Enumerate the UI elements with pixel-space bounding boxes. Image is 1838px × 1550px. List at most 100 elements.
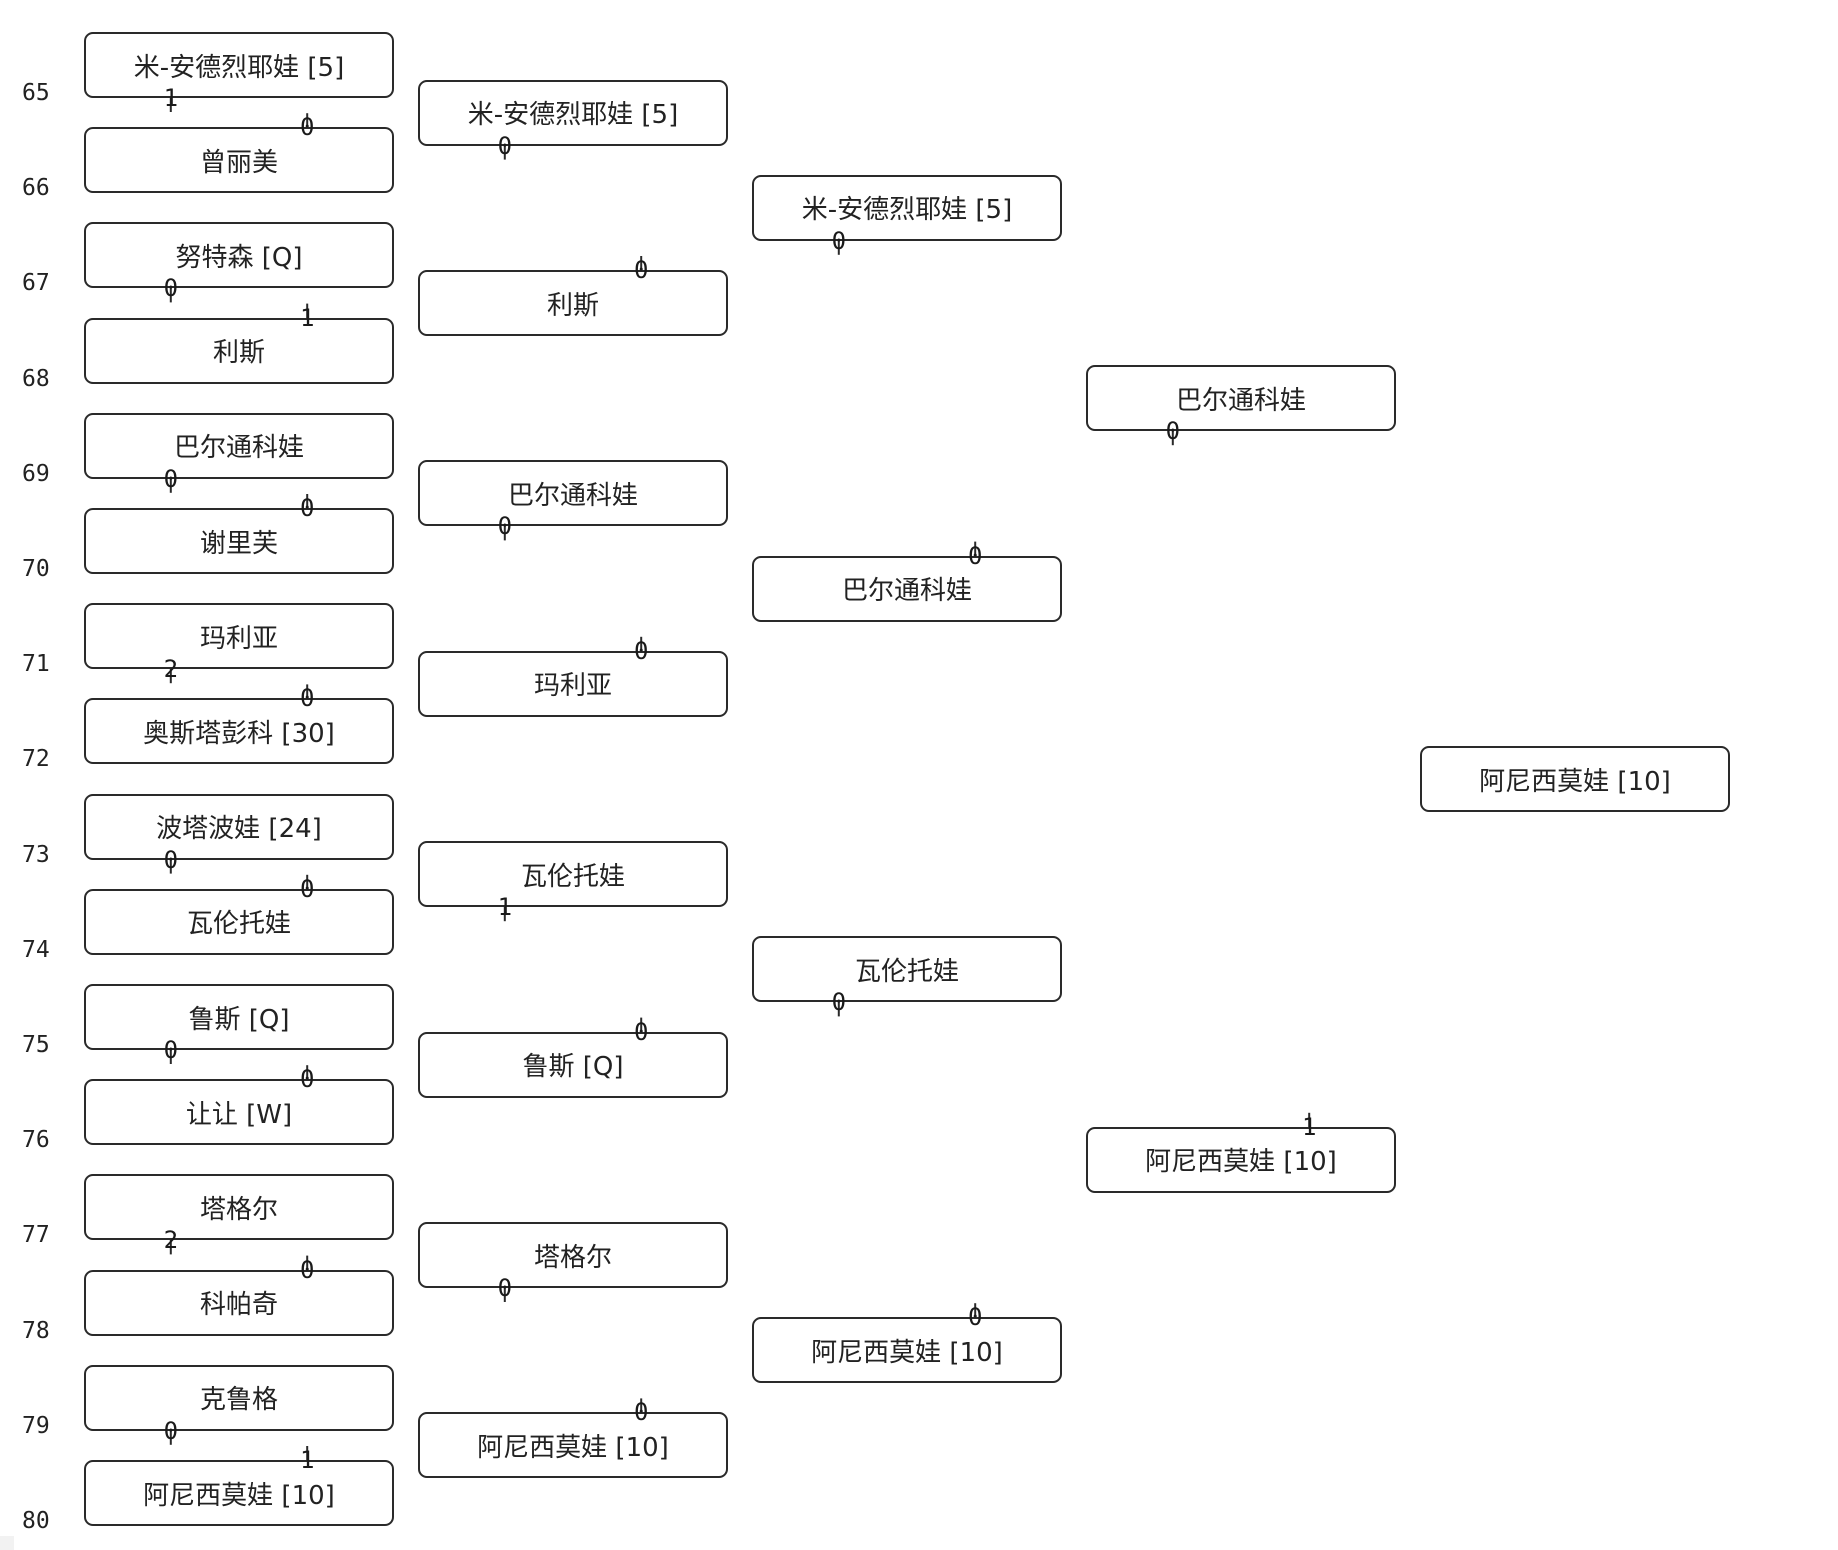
seed-number: 75: [22, 1032, 50, 1058]
player-name: 波塔波娃 [24]: [156, 814, 322, 845]
score-label: 0: [163, 464, 179, 493]
player-slot[interactable]: 瓦伦托娃: [84, 888, 394, 955]
player-slot[interactable]: 鲁斯 [Q]: [418, 1031, 728, 1098]
score-label: 0: [1165, 417, 1181, 446]
player-name: 瓦伦托娃: [854, 956, 959, 987]
player-name: 玛利亚: [199, 623, 278, 654]
player-slot[interactable]: 阿尼西莫娃 [10]: [1086, 1126, 1396, 1193]
seed-number: 70: [22, 556, 50, 582]
player-name: 巴尔通科娃: [173, 433, 304, 464]
player-slot[interactable]: 巴尔通科娃: [418, 460, 728, 527]
score-label: 0: [163, 1036, 179, 1064]
player-name: 努特森 [Q]: [175, 242, 303, 273]
score-label: 0: [299, 494, 315, 522]
player-name: 科帕奇: [199, 1290, 278, 1321]
player-name: 玛利亚: [533, 671, 612, 702]
player-slot[interactable]: 鲁斯 [Q]: [84, 984, 394, 1050]
player-slot[interactable]: 阿尼西莫娃 [10]: [1420, 746, 1730, 812]
player-name: 曾丽美: [199, 147, 278, 178]
player-name: 利斯: [546, 290, 599, 321]
seed-number: 72: [22, 746, 50, 773]
score-label: 0: [497, 512, 513, 541]
player-name: 瓦伦托娃: [520, 861, 625, 892]
seed-number: 69: [22, 460, 50, 487]
player-slot[interactable]: 利斯: [418, 270, 728, 336]
player-name: 米-安德烈耶娃 [5]: [467, 100, 679, 131]
score-label: 0: [299, 874, 315, 903]
player-slot[interactable]: 努特森 [Q]: [84, 222, 394, 289]
player-name: 阿尼西莫娃 [10]: [477, 1432, 669, 1463]
player-name: 米-安德烈耶娃 [5]: [801, 195, 1013, 226]
player-slot[interactable]: 巴尔通科娃: [752, 555, 1062, 622]
player-slot[interactable]: 塔格尔: [418, 1222, 728, 1288]
player-slot[interactable]: 巴尔通科娃: [84, 412, 394, 479]
score-label: 0: [633, 1017, 649, 1046]
seed-number: 76: [22, 1127, 50, 1154]
score-label: 1: [163, 84, 179, 112]
player-name: 瓦伦托娃: [186, 909, 291, 940]
player-name: 利斯: [212, 338, 265, 369]
player-slot[interactable]: 奥斯塔彭科 [30]: [84, 698, 394, 765]
player-name: 阿尼西莫娃 [10]: [1145, 1147, 1337, 1178]
score-label: 1: [299, 303, 315, 332]
player-slot[interactable]: 米-安德烈耶娃 [5]: [84, 32, 394, 98]
score-label: 0: [497, 131, 513, 160]
score-label: 0: [967, 541, 983, 570]
player-name: 奥斯塔彭科 [30]: [143, 718, 335, 749]
score-label: 2: [163, 655, 179, 684]
player-slot[interactable]: 塔格尔: [84, 1174, 394, 1241]
player-slot[interactable]: 波塔波娃 [24]: [84, 793, 394, 860]
player-slot[interactable]: 米-安德烈耶娃 [5]: [752, 174, 1062, 241]
score-label: 0: [967, 1303, 983, 1332]
score-label: 0: [163, 274, 179, 303]
score-label: 0: [299, 684, 315, 713]
score-label: 0: [831, 226, 847, 255]
score-label: 0: [633, 256, 649, 284]
player-name: 让让 [W]: [185, 1099, 293, 1130]
player-name: 鲁斯 [Q]: [188, 1004, 290, 1035]
corner-shade: [0, 1536, 14, 1550]
seed-number: 68: [22, 365, 50, 392]
score-label: 0: [633, 1398, 649, 1427]
player-slot[interactable]: 瓦伦托娃: [418, 841, 728, 908]
player-slot[interactable]: 巴尔通科娃: [1086, 365, 1396, 432]
player-name: 巴尔通科娃: [1175, 385, 1306, 416]
player-name: 巴尔通科娃: [507, 480, 638, 511]
player-slot[interactable]: 瓦伦托娃: [752, 936, 1062, 1003]
score-label: 0: [831, 988, 847, 1017]
seed-number: 79: [22, 1412, 50, 1439]
score-label: 0: [299, 113, 315, 142]
player-name: 塔格尔: [199, 1194, 278, 1225]
score-label: 0: [299, 1065, 315, 1094]
player-name: 鲁斯 [Q]: [522, 1052, 624, 1083]
player-slot[interactable]: 克鲁格: [84, 1364, 394, 1431]
seed-number: 65: [22, 80, 50, 106]
seed-number: 71: [22, 651, 50, 678]
player-name: 塔格尔: [533, 1242, 612, 1273]
player-slot[interactable]: 玛利亚: [84, 603, 394, 670]
player-name: 阿尼西莫娃 [10]: [1479, 766, 1671, 797]
seed-number: 66: [22, 175, 50, 202]
player-slot[interactable]: 米-安德烈耶娃 [5]: [418, 79, 728, 146]
player-slot[interactable]: 曾丽美: [84, 127, 394, 194]
score-label: 1: [299, 1446, 315, 1474]
player-slot[interactable]: 谢里芙: [84, 508, 394, 574]
player-slot[interactable]: 阿尼西莫娃 [10]: [418, 1412, 728, 1479]
player-name: 阿尼西莫娃 [10]: [143, 1480, 335, 1511]
player-name: 克鲁格: [199, 1385, 278, 1416]
seed-number: 73: [22, 841, 50, 868]
score-label: 0: [497, 1274, 513, 1302]
score-label: 0: [299, 1255, 315, 1284]
player-name: 巴尔通科娃: [841, 576, 972, 607]
score-label: 0: [163, 845, 179, 874]
player-slot[interactable]: 让让 [W]: [84, 1079, 394, 1146]
seed-number: 67: [22, 270, 50, 297]
player-slot[interactable]: 阿尼西莫娃 [10]: [84, 1460, 394, 1526]
score-label: 0: [163, 1416, 179, 1445]
player-slot[interactable]: 利斯: [84, 317, 394, 384]
player-name: 阿尼西莫娃 [10]: [811, 1337, 1003, 1368]
player-slot[interactable]: 科帕奇: [84, 1269, 394, 1336]
player-name: 米-安德烈耶娃 [5]: [133, 52, 345, 83]
player-slot[interactable]: 阿尼西莫娃 [10]: [752, 1317, 1062, 1384]
player-slot[interactable]: 玛利亚: [418, 650, 728, 717]
